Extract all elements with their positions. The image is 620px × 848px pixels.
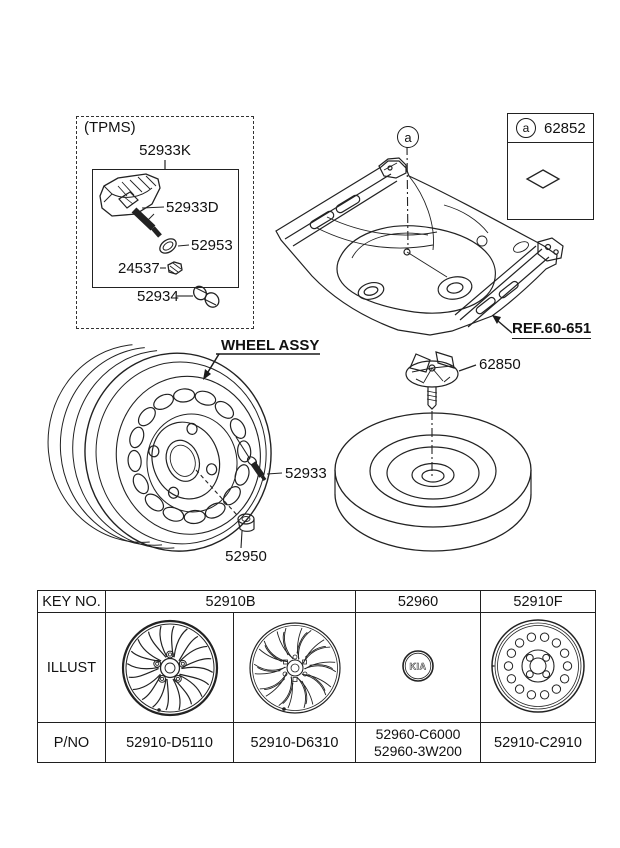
tpms-dashed-box bbox=[76, 116, 254, 329]
wheel-assy-leader bbox=[203, 353, 320, 380]
key-no-52960: 52960 bbox=[355, 590, 481, 613]
spare-tire-clamp-drawing bbox=[405, 351, 477, 477]
key-no-52910b: 52910B bbox=[105, 590, 356, 613]
alloy-wheel-10-spoke-illustration bbox=[121, 619, 218, 716]
legend-diamond-symbol bbox=[525, 169, 561, 189]
kia-logo-text: KIA bbox=[410, 661, 427, 671]
illust-alloy-wheel-b bbox=[233, 612, 356, 723]
floor-pan-drawing bbox=[275, 145, 564, 336]
pno-alloy-a: 52910-D5110 bbox=[105, 722, 234, 763]
key-no-52910f: 52910F bbox=[480, 590, 596, 613]
callout-a-circle: a bbox=[397, 126, 419, 148]
callout-a-letter: a bbox=[404, 129, 412, 145]
steel-spare-wheel-illustration bbox=[491, 618, 585, 713]
tpms-title: (TPMS) bbox=[84, 119, 136, 136]
floor-pan-ref-label: REF.60-651 bbox=[512, 320, 592, 339]
tpms-assembly-label: 52933K bbox=[139, 142, 191, 159]
pno-steel: 52910-C2910 bbox=[480, 722, 596, 763]
legend-header: a 62852 bbox=[508, 114, 593, 143]
table-row-illust: ILLUST bbox=[37, 612, 596, 723]
tpms-grommet-label: 52953 bbox=[191, 237, 233, 254]
tpms-cap-label: 52934 bbox=[137, 288, 179, 305]
kia-center-cap-illustration: KIA bbox=[402, 649, 434, 682]
balance-weight-label: 52950 bbox=[225, 548, 267, 565]
wheel-valve-label: 52933 bbox=[285, 465, 327, 482]
spare-clamp-label: 62850 bbox=[479, 356, 521, 373]
illust-kia-center-cap: KIA bbox=[355, 612, 481, 723]
table-row-key-no: KEY NO. 52910B 52960 52910F bbox=[37, 590, 596, 613]
valve-and-weight-drawing bbox=[195, 436, 283, 549]
pno-center-cap-line2: 52960-3W200 bbox=[374, 742, 462, 759]
parts-table: KEY NO. 52910B 52960 52910F ILLUST bbox=[37, 590, 596, 763]
wheel-assy-label: WHEEL ASSY bbox=[221, 337, 320, 354]
legend-part-number: 62852 bbox=[544, 119, 586, 137]
row-header-pno: P/NO bbox=[37, 722, 106, 763]
tpms-kit-box bbox=[92, 169, 239, 288]
legend-box: a 62852 bbox=[507, 113, 594, 220]
illust-steel-wheel bbox=[480, 612, 596, 723]
spare-tire-drawing bbox=[334, 412, 532, 552]
legend-callout-letter: a bbox=[522, 121, 530, 135]
alloy-wheel-multi-spoke-illustration bbox=[248, 621, 341, 714]
wheel-assembly-drawing bbox=[47, 344, 272, 552]
pno-alloy-b: 52910-D6310 bbox=[233, 722, 356, 763]
pno-center-cap: 52960-C6000 52960-3W200 bbox=[355, 722, 481, 763]
tpms-nut-label: 24537 bbox=[118, 260, 160, 277]
pno-center-cap-line1: 52960-C6000 bbox=[375, 725, 461, 742]
row-header-key-no: KEY NO. bbox=[37, 590, 106, 613]
tpms-valve-stem-label: 52933D bbox=[166, 199, 219, 216]
illust-alloy-wheel-a bbox=[105, 612, 234, 723]
row-header-illust: ILLUST bbox=[37, 612, 106, 723]
table-row-pno: P/NO 52910-D5110 52910-D6310 52960-C6000… bbox=[37, 722, 596, 763]
legend-callout-circle: a bbox=[516, 118, 536, 138]
